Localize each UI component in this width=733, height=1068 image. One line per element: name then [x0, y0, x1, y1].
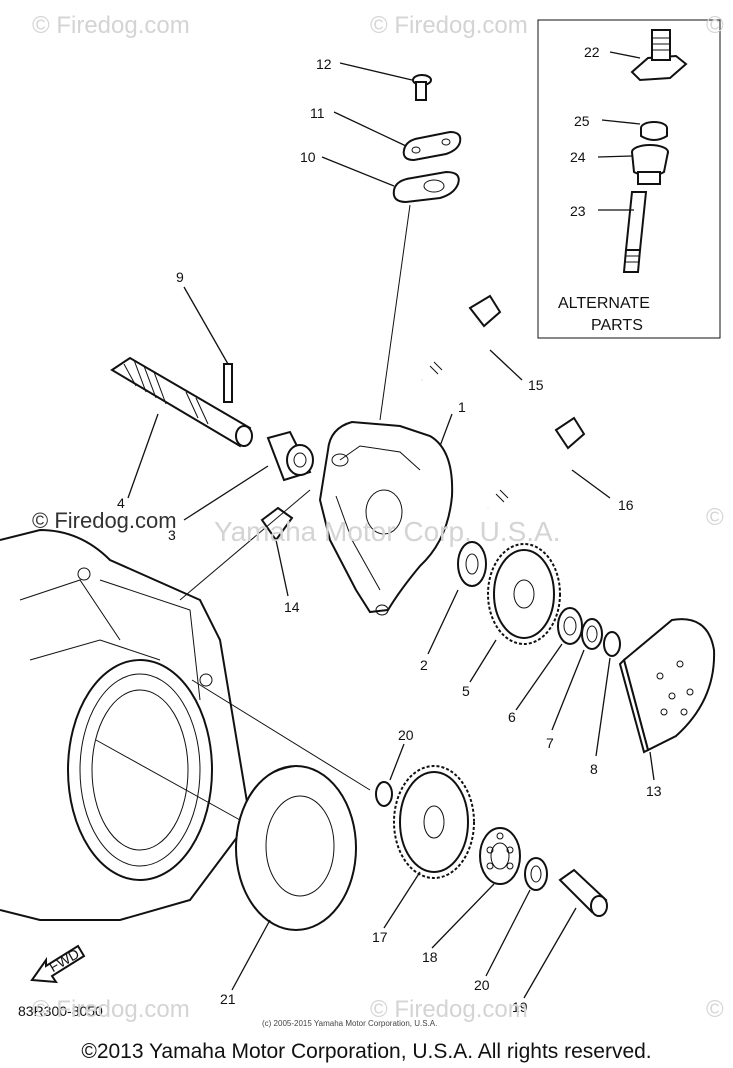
label-part-9: 9	[176, 269, 184, 285]
alternate-parts-label-line2: PARTS	[591, 317, 643, 334]
part-17-gear	[393, 765, 475, 879]
part-19-sleeve	[558, 868, 608, 917]
part-4-worm-shaft	[110, 356, 253, 448]
watermark-bottom-center: © Firedog.com	[370, 996, 528, 1023]
diagram-code: 83R300-8050	[18, 1003, 103, 1019]
exploded-view-drawing: ALTERNATE PARTS	[0, 19, 721, 1019]
label-part-12: 12	[316, 56, 332, 72]
label-part-25: 25	[574, 113, 590, 129]
part-13-cover-plate	[618, 618, 716, 754]
label-part-10: 10	[300, 149, 316, 165]
label-part-24: 24	[570, 149, 586, 165]
part-12-bolt	[412, 74, 432, 101]
label-part-4: 4	[117, 495, 125, 511]
part-20-clip	[375, 781, 393, 807]
watermark-top-center: © Firedog.com	[370, 12, 528, 39]
crankcase	[0, 528, 252, 921]
watermark-bottom-left: © Firedog.com	[32, 996, 190, 1023]
part-2-washer	[457, 541, 487, 587]
part-5-gear	[487, 543, 561, 645]
part-22-fitting	[630, 29, 688, 82]
part-23-shaft	[622, 191, 648, 273]
label-part-21: 21	[220, 991, 236, 1007]
part-3-bushing	[266, 430, 314, 482]
copyright-footer: ©2013 Yamaha Motor Corporation, U.S.A. A…	[81, 1040, 652, 1063]
label-part-19: 19	[512, 999, 528, 1015]
part-1-pump-housing	[318, 420, 454, 616]
part-11-cover	[402, 130, 462, 162]
part-9-pin	[223, 363, 233, 403]
label-part-1: 1	[458, 399, 466, 415]
label-part-14: 14	[284, 599, 300, 615]
fwd-arrow: FWD	[30, 944, 86, 984]
part-8-clip	[603, 631, 621, 657]
label-part-18: 18	[422, 949, 438, 965]
label-part-3: 3	[168, 527, 176, 543]
label-part-15: 15	[528, 377, 544, 393]
label-part-8: 8	[590, 761, 598, 777]
part-16-bolt	[486, 416, 586, 511]
watermark-bottom-right: ©	[706, 996, 724, 1023]
part-14-collar	[260, 506, 294, 542]
watermark-mid-right: ©	[706, 504, 724, 531]
label-part-23: 23	[570, 203, 586, 219]
small-copyright: (c) 2005-2015 Yamaha Motor Corporation, …	[262, 1019, 438, 1028]
part-25-bush	[640, 121, 668, 141]
label-part-11: 11	[310, 105, 325, 121]
part-10-gasket	[392, 170, 460, 204]
label-part-6: 6	[508, 709, 516, 725]
alternate-parts-box	[537, 19, 721, 339]
label-part-22: 22	[584, 44, 600, 60]
part-6-washer	[557, 607, 583, 645]
watermark-top-left: © Firedog.com	[32, 12, 190, 39]
label-part-7: 7	[546, 735, 554, 751]
label-part-20-lower: 20	[474, 977, 490, 993]
label-part-5: 5	[462, 683, 470, 699]
label-part-17: 17	[372, 929, 388, 945]
watermark-mid-center: Yamaha Motor Corp. U.S.A.	[214, 516, 561, 547]
label-part-13: 13	[646, 783, 662, 799]
part-20-washer	[524, 857, 548, 891]
part-18-bearing	[479, 827, 521, 885]
label-part-2: 2	[420, 657, 428, 673]
part-7-washer	[581, 618, 603, 650]
part-24-sleeve	[631, 144, 669, 185]
alternate-parts-label-line1: ALTERNATE	[558, 295, 650, 312]
label-part-20-upper: 20	[398, 727, 414, 743]
watermark-top-right: ©	[706, 12, 724, 39]
watermark-mid-left: © Firedog.com	[32, 508, 177, 533]
parts-diagram: ALTERNATE PARTS	[0, 19, 721, 1019]
label-part-16: 16	[618, 497, 634, 513]
part-15-bolt	[419, 294, 502, 383]
part-21-seal	[235, 765, 357, 931]
